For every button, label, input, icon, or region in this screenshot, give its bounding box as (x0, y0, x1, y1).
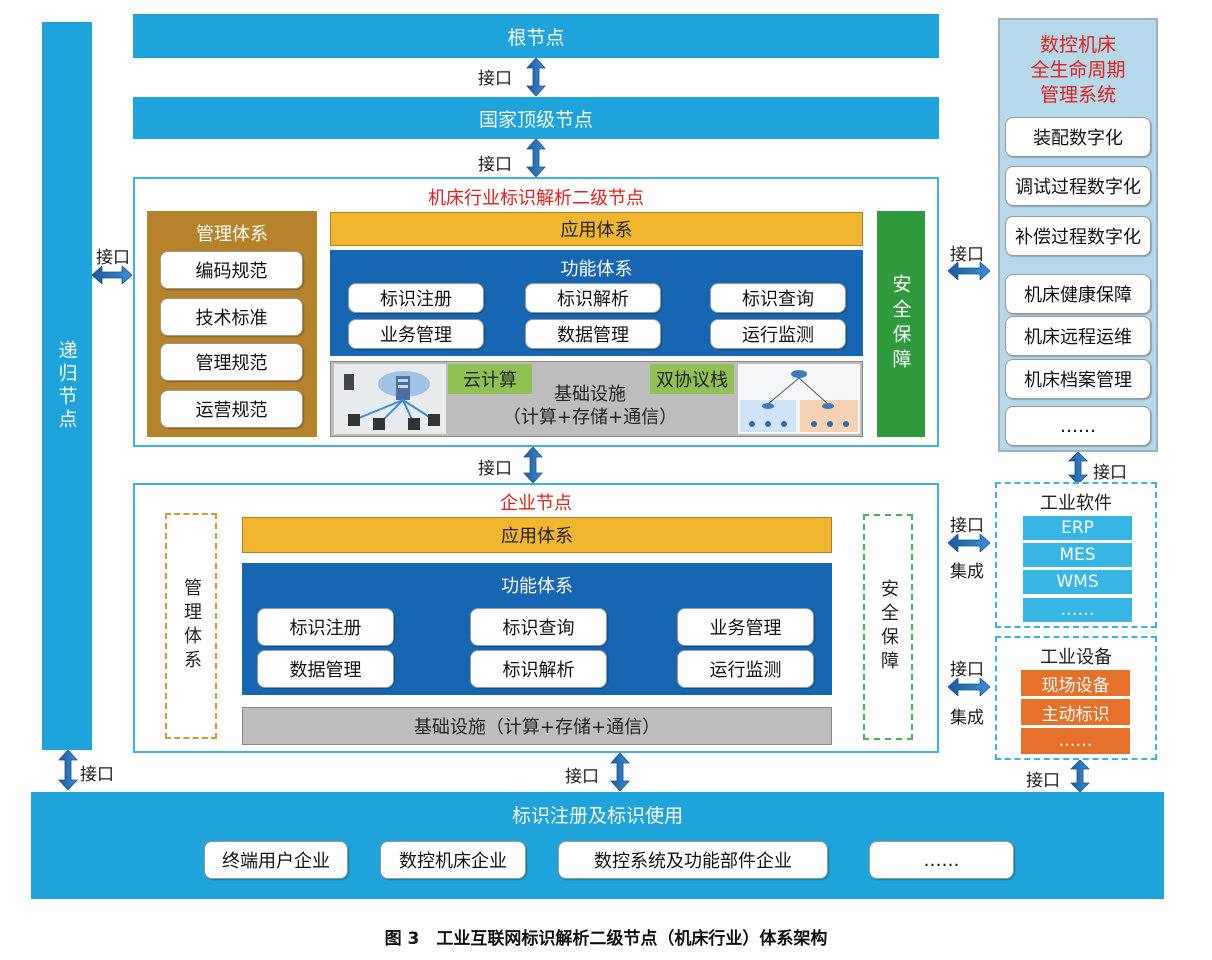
lifecycle-item-compensation: 补偿过程数字化 (1005, 216, 1151, 256)
ent-func-identifier-resolve: 标识解析 (470, 650, 607, 688)
lifecycle-item-remote-ops: 机床远程运维 (1005, 316, 1151, 356)
device-more: …… (1021, 728, 1130, 754)
integration-label-sw: 集成 (950, 562, 984, 582)
updown-arrow-icon (1070, 760, 1090, 792)
updown-arrow-icon (523, 447, 543, 483)
lifecycle-item-debugging: 调试过程数字化 (1005, 166, 1151, 206)
root-node: 根节点 (133, 14, 939, 58)
ent-func-data-management: 数据管理 (257, 650, 394, 688)
recursive-node-label: 递归节点 (55, 340, 78, 432)
func-operation-monitor: 运行监测 (710, 319, 846, 349)
software-mes: MES (1023, 543, 1132, 567)
mgmt-item-coding: 编码规范 (160, 251, 303, 289)
interface-label-sw: 接口 (950, 516, 984, 536)
enterprise-management-label: 管理体系 (181, 578, 202, 674)
updown-arrow-icon (526, 58, 546, 96)
func-identifier-query: 标识查询 (710, 283, 846, 313)
server-cluster-icon (334, 364, 446, 434)
interface-label-bottom-left: 接口 (80, 765, 114, 785)
registration-usage-title: 标识注册及标识使用 (511, 805, 683, 827)
national-node-label: 国家顶级节点 (478, 108, 593, 131)
enterprise-security: 安全保障 (863, 514, 913, 740)
secondary-security-label: 安全保障 (889, 274, 912, 374)
enterprise-cnc-system-components: 数控系统及功能部件企业 (558, 841, 828, 879)
ent-func-identifier-query: 标识查询 (470, 608, 607, 646)
func-identifier-register: 标识注册 (348, 283, 484, 313)
software-wms: WMS (1023, 570, 1132, 594)
updown-arrow-icon (58, 750, 78, 790)
leftright-arrow-icon (948, 534, 990, 552)
lifecycle-title-line2: 全生命周期 (1030, 59, 1126, 81)
device-active-identifier: 主动标识 (1021, 699, 1130, 725)
industrial-devices-title: 工业设备 (1040, 647, 1112, 668)
device-field-equipment: 现场设备 (1021, 670, 1130, 696)
secondary-function-title: 功能体系 (560, 259, 633, 280)
national-top-node: 国家顶级节点 (133, 97, 939, 139)
mgmt-item-management: 管理规范 (160, 343, 303, 381)
enterprise-infrastructure: 基础设施（计算+存储+通信） (242, 707, 832, 745)
func-identifier-resolve: 标识解析 (525, 283, 661, 313)
lifecycle-title-line3: 管理系统 (1039, 84, 1116, 106)
recursive-node-bar: 递归节点 (42, 22, 92, 750)
mgmt-item-operation: 运营规范 (160, 390, 303, 428)
figure-caption: 图 3 工业互联网标识解析二级节点（机床行业）体系架构 (384, 929, 828, 949)
secondary-infra-line1: 基础设施 (554, 384, 626, 405)
lifecycle-item-more: …… (1005, 406, 1151, 446)
enterprise-security-label: 安全保障 (878, 579, 899, 675)
secondary-infra-line2: （计算+存储+通信） (502, 407, 678, 428)
integration-label-dev: 集成 (950, 708, 984, 728)
interface-label-2: 接口 (478, 155, 512, 175)
lifecycle-item-assembly: 装配数字化 (1005, 117, 1151, 157)
interface-label-left: 接口 (96, 248, 130, 268)
interface-label-3: 接口 (478, 459, 512, 479)
lifecycle-item-archive: 机床档案管理 (1005, 359, 1151, 399)
enterprise-function-title: 功能体系 (501, 576, 573, 597)
interface-label-lifecycle: 接口 (1093, 463, 1127, 483)
network-topology-icon (738, 364, 860, 434)
mgmt-item-tech-standard: 技术标准 (160, 298, 303, 336)
secondary-application-system: 应用体系 (330, 212, 863, 246)
func-data-management: 数据管理 (525, 319, 661, 349)
secondary-security: 安全保障 (877, 211, 925, 437)
enterprise-cnc-machine: 数控机床企业 (380, 841, 526, 879)
cloud-computing-tag: 云计算 (448, 364, 532, 394)
leftright-arrow-icon (948, 678, 990, 696)
enterprise-node-title: 企业节点 (500, 493, 572, 514)
updown-arrow-icon (1068, 452, 1088, 484)
interface-label-bottom-right: 接口 (1026, 771, 1060, 791)
interface-label-dev: 接口 (950, 660, 984, 680)
software-more: …… (1023, 598, 1132, 622)
leftright-arrow-icon (948, 262, 990, 280)
ent-func-operation-monitor: 运行监测 (677, 650, 814, 688)
lifecycle-item-health: 机床健康保障 (1005, 274, 1151, 314)
secondary-management-title: 管理体系 (196, 224, 268, 245)
interface-label-1: 接口 (478, 69, 512, 89)
updown-arrow-icon (526, 139, 546, 177)
dual-stack-tag: 双协议栈 (650, 364, 734, 394)
lifecycle-title-line1: 数控机床 (1039, 34, 1116, 56)
root-node-label: 根节点 (507, 26, 565, 49)
updown-arrow-icon (610, 753, 630, 791)
leftright-arrow-icon (92, 266, 132, 284)
enterprise-application-system: 应用体系 (242, 517, 832, 553)
interface-label-right: 接口 (950, 245, 984, 265)
software-erp: ERP (1023, 516, 1132, 540)
industrial-software-title: 工业软件 (1040, 493, 1112, 514)
enterprise-management-system: 管理体系 (165, 513, 217, 739)
ent-func-identifier-register: 标识注册 (257, 608, 394, 646)
secondary-node-title: 机床行业标识解析二级节点 (428, 188, 644, 209)
func-business-management: 业务管理 (348, 319, 484, 349)
interface-label-bottom-mid: 接口 (565, 767, 599, 787)
enterprise-more: …… (869, 841, 1014, 879)
ent-func-business-management: 业务管理 (677, 608, 814, 646)
enterprise-end-user: 终端用户企业 (204, 841, 348, 879)
